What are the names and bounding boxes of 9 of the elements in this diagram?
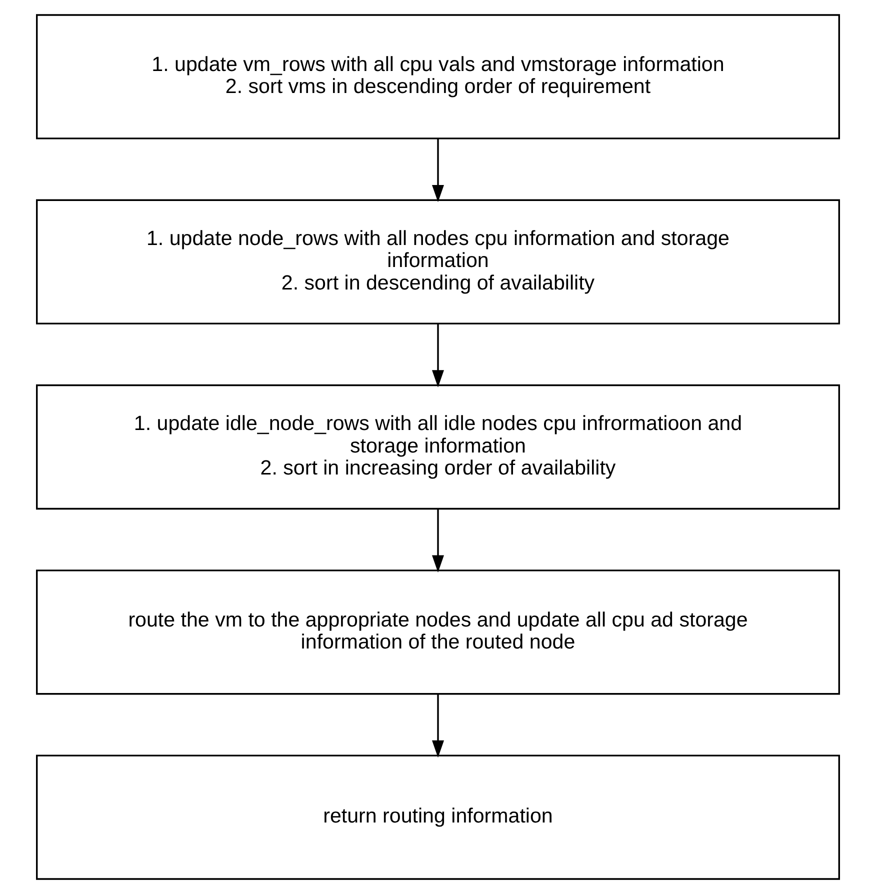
arrow <box>432 694 444 758</box>
node-box: route the vm to the appropriate nodes and update all cpu ad storage information of the routed node <box>36 570 840 695</box>
node-box: 1. update vm_rows with all cpu vals and vmstorage information 2. sort vms in descending order of requirement <box>36 14 840 140</box>
node-box: 1. update idle_node_rows with all idle nodes cpu infrormatioon and storage information 2. sort in increasing order of availability <box>36 384 840 510</box>
node-box: 1. update node_rows with all nodes cpu information and storage information 2. sort in descending of availability <box>36 199 840 324</box>
arrow <box>432 508 444 572</box>
node-box: return routing information <box>36 754 840 880</box>
arrow <box>432 324 444 388</box>
arrow <box>432 138 444 202</box>
